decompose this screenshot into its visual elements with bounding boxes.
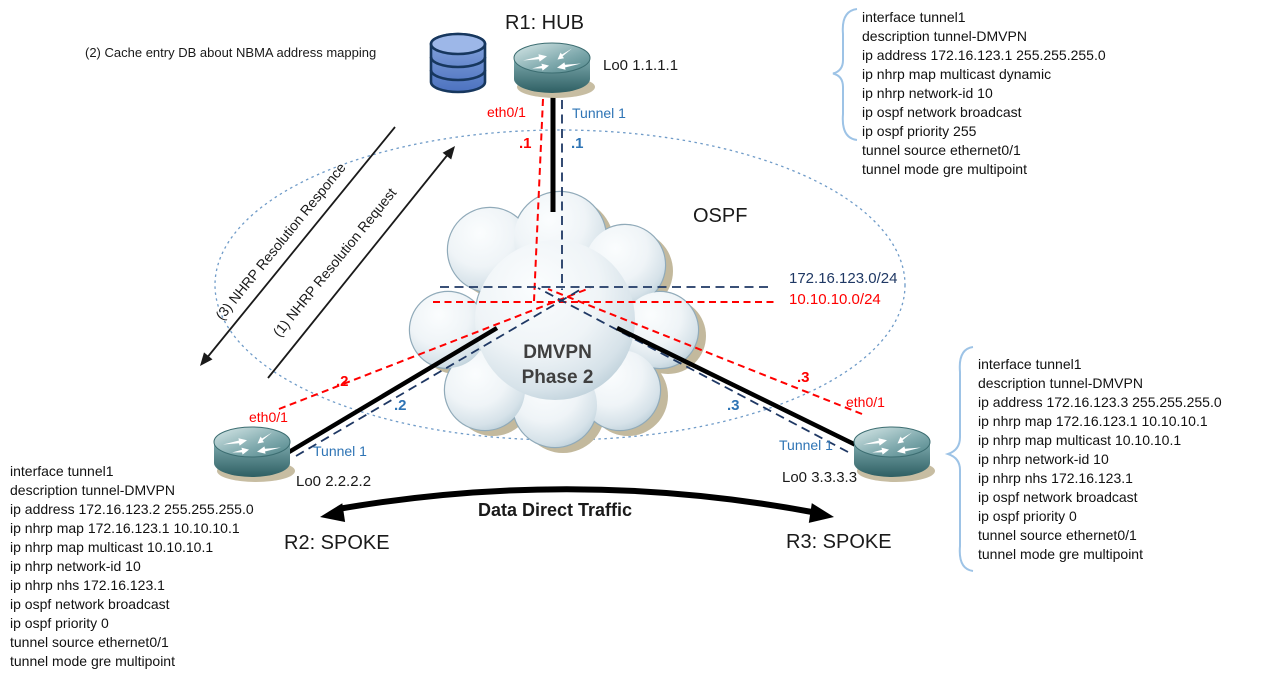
config-line: ip nhrp nhs 172.16.123.1 [10,577,165,593]
r3-eth-octet: .3 [797,369,810,386]
r1-config: interface tunnel1 description tunnel-DMV… [862,8,1106,179]
r2-nbma-path [278,287,591,410]
database-icon [429,32,487,94]
config-line: ip address 172.16.123.3 255.255.255.0 [978,394,1222,410]
config-line: ip nhrp map 172.16.123.1 10.10.10.1 [10,520,240,536]
config-line: ip nhrp map 172.16.123.1 10.10.10.1 [978,413,1208,429]
config-line: description tunnel-DMVPN [978,375,1143,391]
r1-router-icon [513,42,596,99]
r2-physical-link [287,326,499,454]
r1-eth-label: eth0/1 [487,104,526,120]
config-line: tunnel source ethernet0/1 [978,527,1137,543]
r1-title: R1: HUB [505,12,584,34]
r3-nbma-path [547,288,863,415]
nhrp-request-arrow [267,146,455,379]
r3-config: interface tunnel1 description tunnel-DMV… [978,355,1222,564]
config-line: ip address 172.16.123.1 255.255.255.0 [862,47,1106,63]
nhrp-response-arrow [200,126,396,366]
r3-router-icon [853,426,936,483]
cloud-label-line2: Phase 2 [521,367,594,388]
cloud-label-line1: DMVPN [523,342,592,363]
config-line: ip ospf priority 0 [10,615,109,631]
r3-physical-link [616,325,863,451]
config-line: ip nhrp map multicast 10.10.10.1 [978,432,1182,448]
tunnel-subnet-label: 172.16.123.0/24 [789,270,898,287]
r2-config: interface tunnel1 description tunnel-DMV… [10,462,254,671]
data-direct-label: Data Direct Traffic [478,500,633,520]
config-line: ip nhrp network-id 10 [862,85,993,101]
config-line: ip nhrp map multicast dynamic [862,66,1052,82]
cloud-label: DMVPN Phase 2 [500,340,615,390]
r3-config-bracket [944,346,974,572]
r3-loopback-label: Lo0 3.3.3.3 [782,469,858,486]
config-line: ip nhrp nhs 172.16.123.1 [978,470,1133,486]
config-line: ip nhrp map multicast 10.10.10.1 [10,539,214,555]
config-line: description tunnel-DMVPN [862,28,1027,44]
config-line: description tunnel-DMVPN [10,482,175,498]
r2-tunnel-path [295,287,584,457]
config-line: tunnel source ethernet0/1 [862,142,1021,158]
config-line: tunnel source ethernet0/1 [10,634,169,650]
r3-title: R3: SPOKE [786,531,892,553]
config-line: ip ospf network broadcast [862,104,1022,120]
r2-loopback-label: Lo0 2.2.2.2 [296,473,372,490]
config-line: interface tunnel1 [862,9,966,25]
config-line: ip ospf priority 255 [862,123,977,139]
r2-eth-label: eth0/1 [249,409,288,425]
config-line: ip nhrp network-id 10 [10,558,141,574]
nbma-subnet-label: 10.10.10.0/24 [789,291,881,308]
r2-tunnel-label: Tunnel 1 [313,443,367,459]
config-line: ip address 172.16.123.2 255.255.255.0 [10,501,254,517]
config-line: tunnel mode gre multipoint [10,653,175,669]
r3-tunnel-octet: .3 [727,397,740,414]
nbma-cloud [410,192,698,447]
r3-tunnel-label: Tunnel 1 [779,437,833,453]
r1-eth-octet: .1 [519,135,532,152]
r3-tunnel-path [537,287,849,453]
r2-tunnel-octet: .2 [394,397,407,414]
config-line: ip ospf network broadcast [978,489,1138,505]
r1-tunnel-label: Tunnel 1 [572,105,626,121]
config-line: interface tunnel1 [978,356,1082,372]
config-line: interface tunnel1 [10,463,114,479]
config-line: tunnel mode gre multipoint [978,546,1143,562]
config-line: ip ospf network broadcast [10,596,170,612]
cache-note: (2) Cache entry DB about NBMA address ma… [85,45,377,60]
r1-loopback-label: Lo0 1.1.1.1 [603,57,679,74]
r2-title: R2: SPOKE [284,532,390,554]
r2-eth-octet: .2 [336,373,349,390]
config-line: ip ospf priority 0 [978,508,1077,524]
ospf-label: OSPF [693,205,748,227]
config-line: tunnel mode gre multipoint [862,161,1027,177]
r1-tunnel-octet: .1 [571,135,584,152]
data-direct-arrow [320,486,834,523]
ospf-domain-ellipse [214,129,906,441]
r3-eth-label: eth0/1 [846,394,885,410]
tunnel-paths [295,100,849,457]
physical-links [287,92,863,454]
r1-config-bracket [832,8,858,141]
config-line: ip nhrp network-id 10 [978,451,1109,467]
nbma-paths [278,98,863,415]
